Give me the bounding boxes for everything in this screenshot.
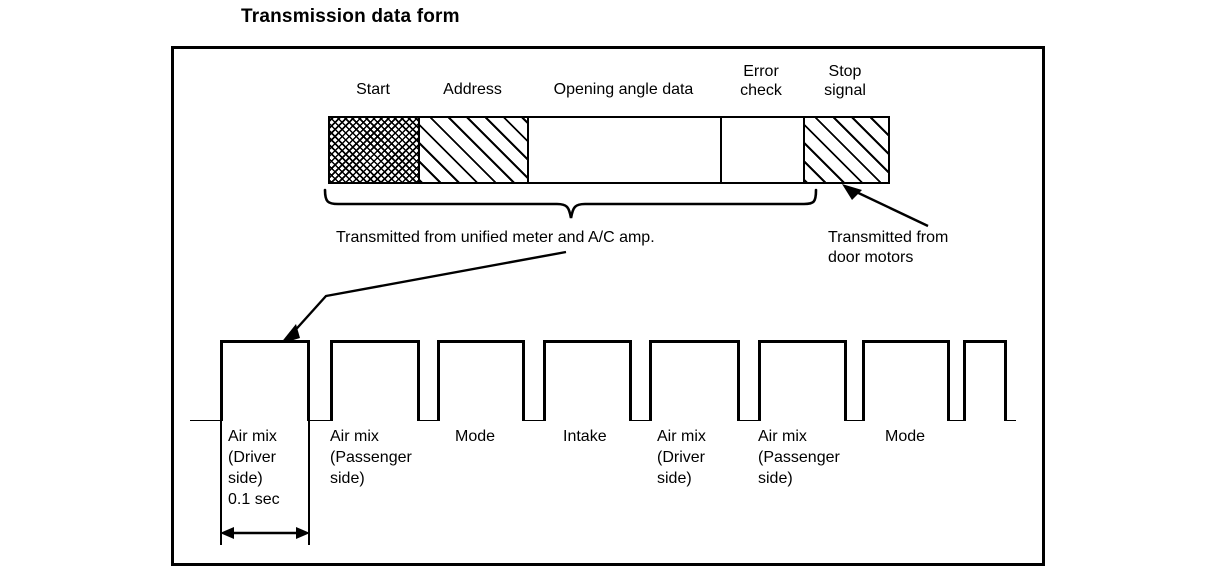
bar-segment-opening-angle-data	[529, 118, 722, 182]
pulse-label-mode-2: Mode	[885, 428, 926, 445]
pulse-air-mix-passenger-1	[330, 340, 420, 421]
bar-segment-error-check	[722, 118, 805, 182]
segment-label-opening-angle-data: Opening angle data	[553, 81, 694, 98]
pulse-mode-2	[862, 340, 950, 421]
dimension-arrow-0-1-sec	[220, 527, 310, 539]
transmission-data-bar	[328, 116, 890, 184]
note-transmitted-unified-meter: Transmitted from unified meter and A/C a…	[336, 229, 655, 246]
pulse-air-mix-driver-2	[649, 340, 740, 421]
pulse-label-air-mix-passenger-2: Air mix (Passenger side)	[758, 428, 840, 487]
arrow-to-stop-signal	[842, 184, 929, 228]
segment-label-address: Address	[443, 81, 502, 98]
pulse-partial	[963, 340, 1007, 421]
bar-segment-address	[420, 118, 529, 182]
pulse-air-mix-driver-1	[220, 340, 310, 421]
segment-label-start: Start	[356, 81, 390, 98]
pulse-mode-1	[437, 340, 525, 421]
pulse-label-intake: Intake	[563, 428, 607, 445]
arrow-to-first-pulse	[280, 250, 567, 344]
pulse-label-air-mix-driver-2: Air mix (Driver side)	[657, 428, 706, 487]
pulse-label-air-mix-driver-1: Air mix (Driver side) 0.1 sec	[228, 428, 280, 508]
pulse-label-air-mix-passenger-1: Air mix (Passenger side)	[330, 428, 412, 487]
segment-label-error-check: Error check	[740, 63, 782, 99]
segment-label-stop-signal: Stop signal	[824, 63, 866, 99]
dimension-tick-left	[220, 421, 222, 545]
bar-segment-stop-signal	[805, 118, 888, 182]
page-title: Transmission data form	[241, 6, 460, 27]
brace-unified-meter	[323, 188, 818, 219]
diagram-frame	[171, 46, 1045, 566]
pulse-intake	[543, 340, 632, 421]
pulse-air-mix-passenger-2	[758, 340, 847, 421]
bar-segment-start	[330, 118, 420, 182]
dimension-tick-right	[308, 421, 310, 545]
note-transmitted-door-motors: Transmitted from door motors	[828, 229, 949, 266]
pulse-label-mode-1: Mode	[455, 428, 496, 445]
